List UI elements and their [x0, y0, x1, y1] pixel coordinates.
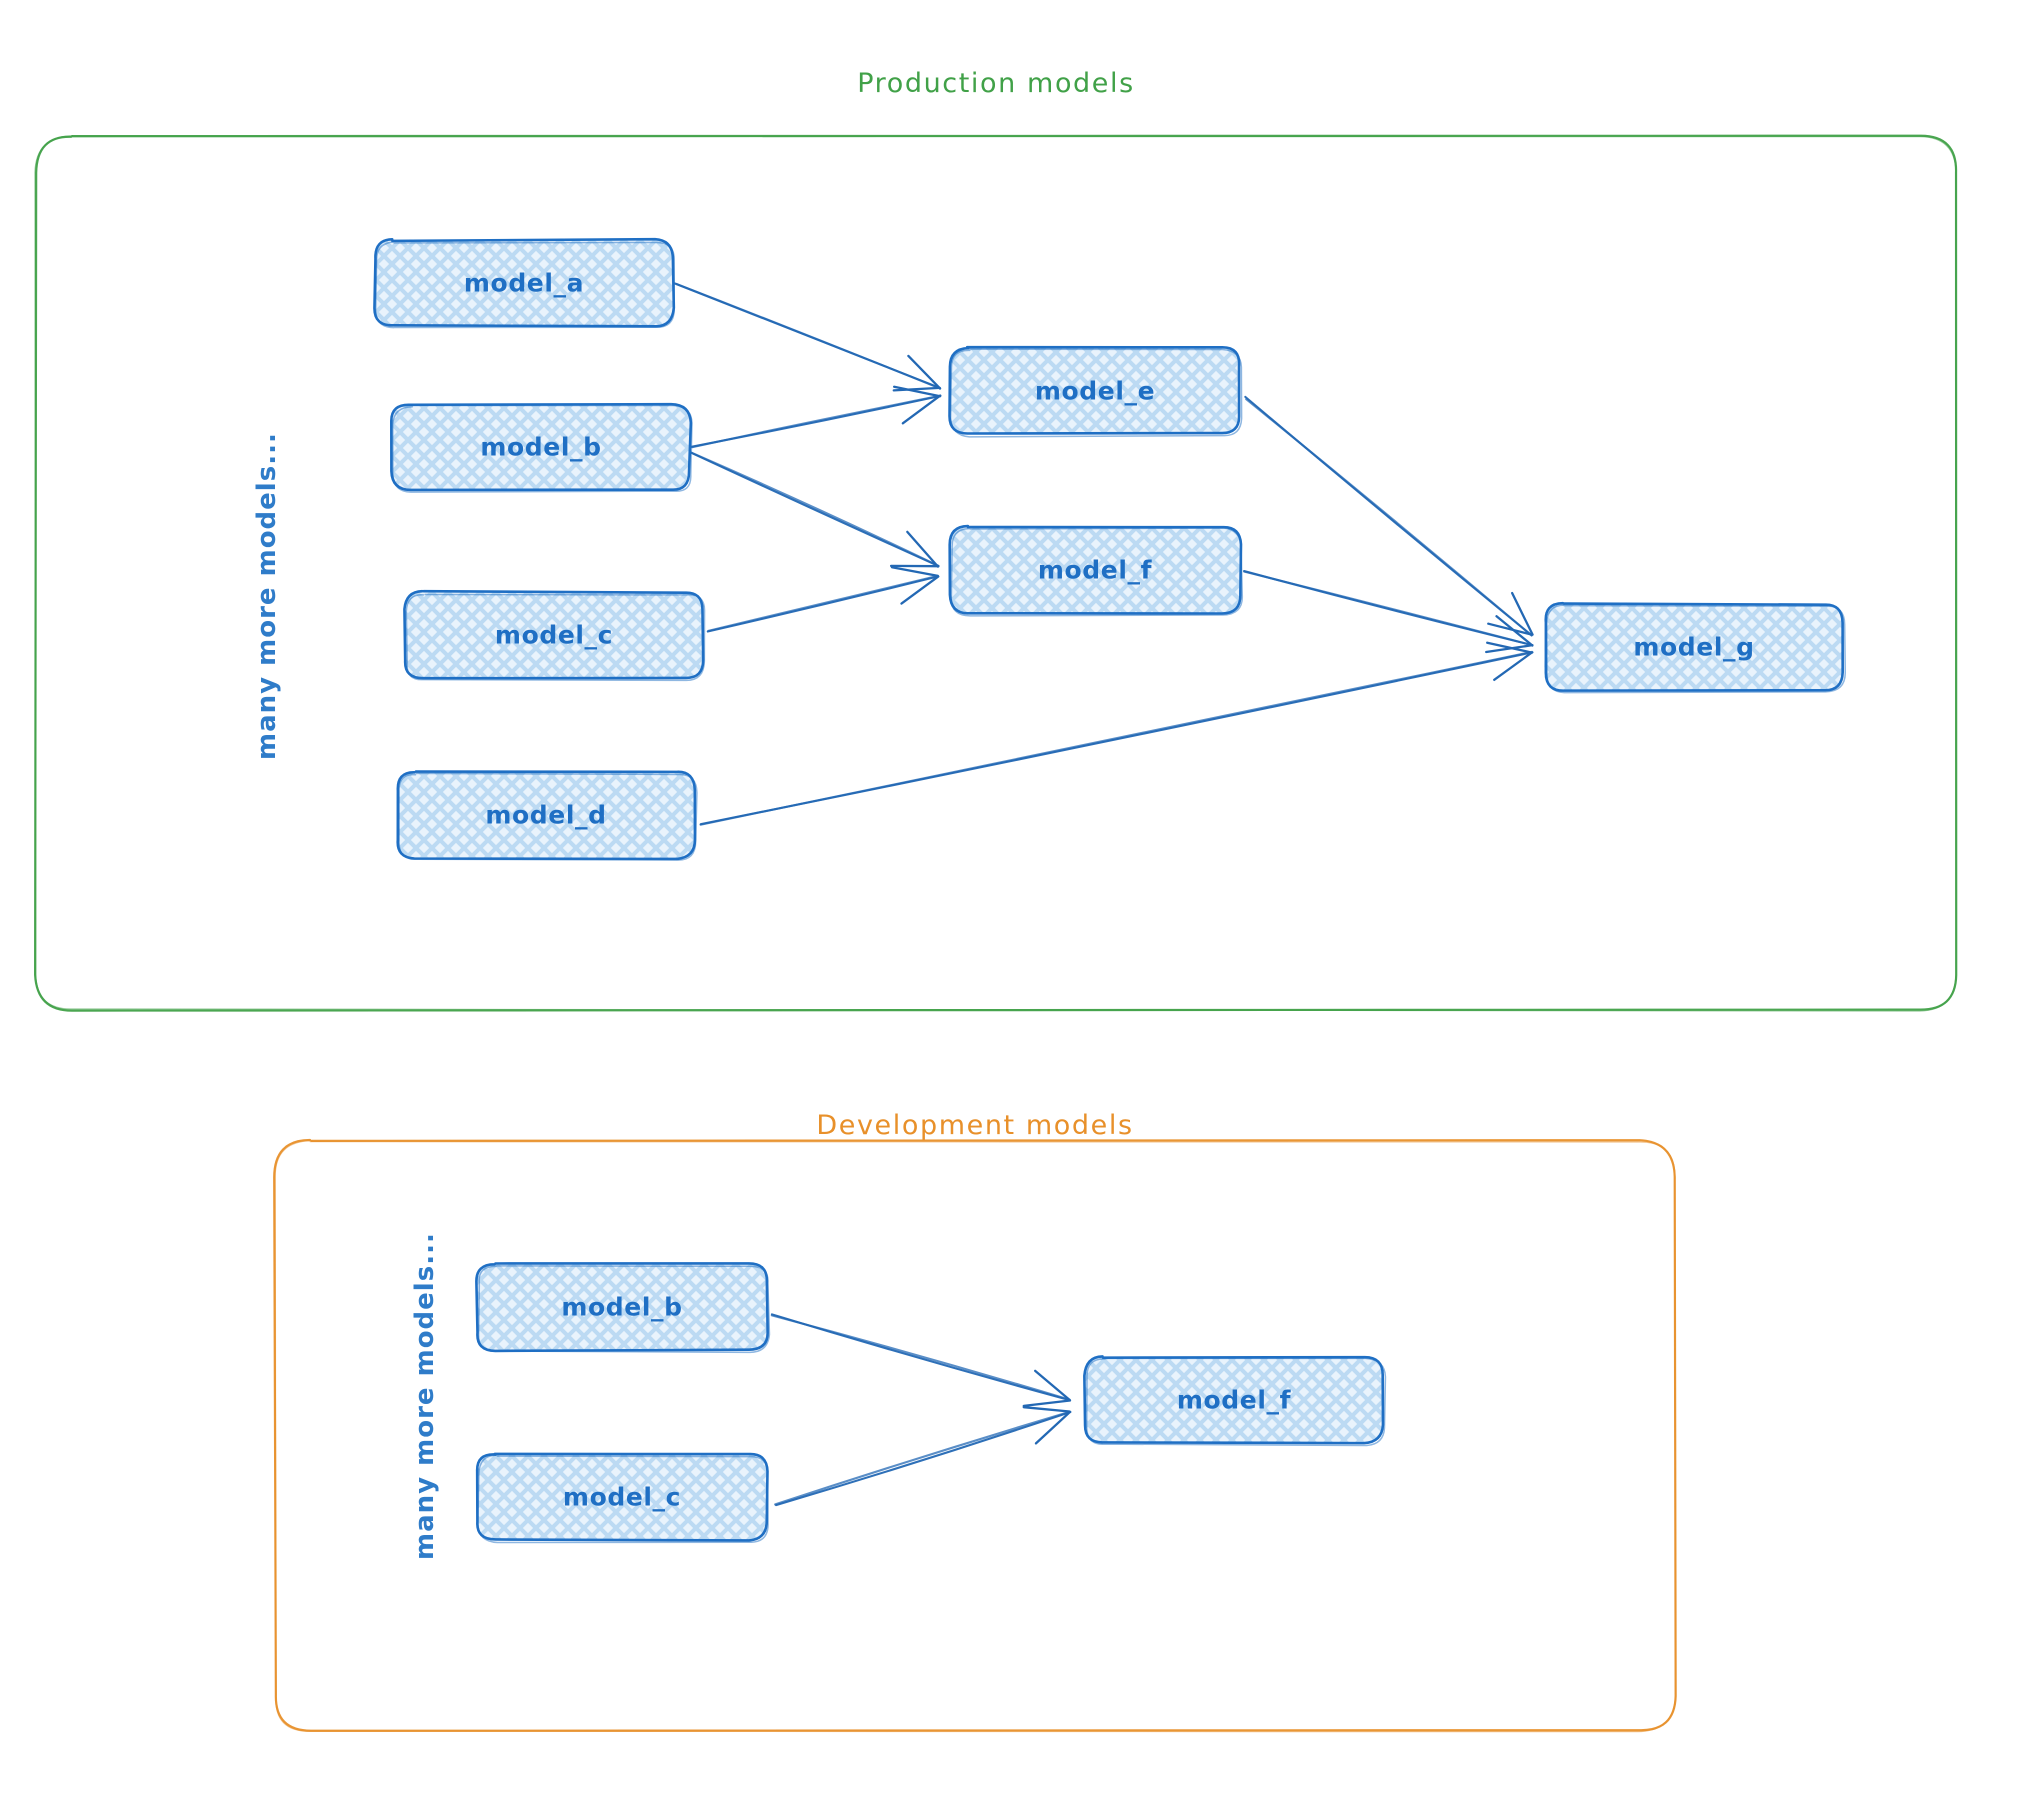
arrowhead	[1493, 651, 1534, 682]
many-more-models-label-production: many more models...	[252, 432, 282, 760]
arrowhead	[1511, 591, 1534, 636]
node-border-dev_model_b[interactable]	[477, 1265, 771, 1354]
node-border-prod_model_c[interactable]	[405, 593, 706, 682]
node-fill-dev_model_b	[476, 1263, 767, 1351]
group-container-production	[34, 134, 1958, 1012]
node-fill-prod_model_c	[404, 591, 704, 679]
node-border-dev_model_f[interactable]	[1085, 1357, 1387, 1447]
edge-prod_model_b-to-prod_model_f	[690, 451, 940, 568]
group-container-production	[34, 135, 1957, 1012]
arrowhead	[1486, 641, 1533, 654]
edge-dev_model_c-to-dev_model_f	[774, 1406, 1072, 1507]
node-fill-prod_model_f	[949, 526, 1241, 614]
arrowhead	[892, 386, 941, 392]
node-border-prod_model_d[interactable]	[398, 772, 698, 861]
node-fill-prod_model_e	[949, 347, 1241, 435]
node-border-prod_model_b[interactable]	[391, 404, 693, 493]
group-container-development	[273, 1138, 1677, 1732]
node-fill-prod_model_g	[1544, 603, 1844, 691]
arrowhead	[1022, 1399, 1072, 1408]
edge-prod_model_c-to-prod_model_f	[706, 566, 940, 633]
node-shapes	[373, 237, 1847, 1544]
group-container-shapes	[34, 134, 1958, 1733]
edge-dev_model_b-to-dev_model_f	[770, 1313, 1072, 1408]
node-border-prod_model_f[interactable]	[948, 524, 1243, 615]
edge-prod_model_f-to-prod_model_g	[1243, 570, 1534, 654]
group-title-production: Production models	[857, 68, 1135, 99]
node-border-dev_model_c[interactable]	[477, 1454, 769, 1544]
edge-prod_model_b-to-prod_model_e	[690, 385, 942, 449]
edge-prod_model_a-to-prod_model_e	[673, 282, 942, 392]
edge-prod_model_e-to-prod_model_g	[1244, 395, 1534, 637]
node-border-prod_model_g[interactable]	[1544, 601, 1844, 692]
node-fill-prod_model_a	[374, 240, 674, 327]
edge-shapes	[673, 282, 1534, 1507]
node-fill-prod_model_b	[392, 403, 691, 491]
many-more-models-label-development: many more models...	[410, 1232, 440, 1560]
node-fill-dev_model_c	[476, 1453, 768, 1541]
arrowhead	[906, 530, 940, 568]
arrowhead	[892, 385, 942, 398]
arrowhead	[1495, 615, 1534, 647]
edge-prod_model_d-to-prod_model_g	[699, 641, 1534, 826]
arrowhead	[1034, 1369, 1071, 1402]
node-border-prod_model_a[interactable]	[374, 241, 676, 329]
arrowhead	[1487, 622, 1534, 636]
node-fill-dev_model_f	[1084, 1356, 1384, 1444]
node-border-prod_model_c[interactable]	[403, 589, 705, 680]
arrowhead	[1034, 1410, 1072, 1445]
node-border-prod_model_e[interactable]	[949, 348, 1243, 438]
group-container-development	[274, 1140, 1677, 1733]
arrowhead	[890, 566, 940, 578]
group-title-development: Development models	[816, 1110, 1134, 1141]
arrowhead	[907, 354, 942, 390]
arrowhead	[1022, 1406, 1071, 1413]
arrowhead	[901, 394, 942, 425]
arrowhead	[900, 575, 940, 605]
node-fill-prod_model_d	[396, 771, 696, 859]
node-border-prod_model_f[interactable]	[950, 527, 1244, 617]
node-border-prod_model_g[interactable]	[1545, 604, 1847, 694]
